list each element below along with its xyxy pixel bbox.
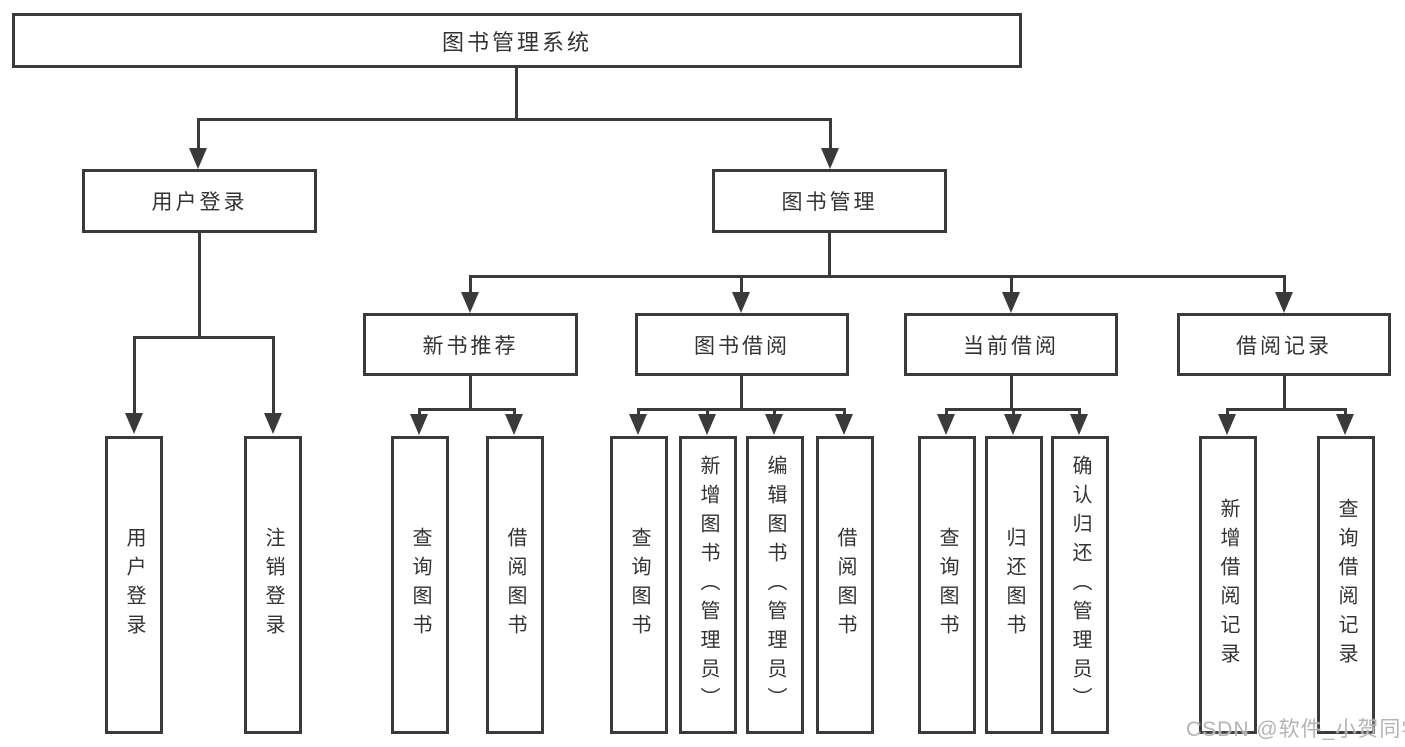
leaf-edit-books-admin: 编辑图书（管理员） bbox=[746, 436, 804, 734]
arrow-down-icon bbox=[1002, 292, 1020, 313]
connector-line bbox=[418, 408, 421, 417]
leaf-borrow-books: 借阅图书 bbox=[816, 436, 874, 734]
connector-line bbox=[829, 118, 832, 151]
arrow-down-icon bbox=[1275, 292, 1293, 313]
node-borrowing-records: 借阅记录 bbox=[1177, 313, 1391, 376]
connector-line bbox=[133, 336, 136, 414]
arrow-down-icon bbox=[189, 148, 207, 169]
connector-line bbox=[637, 408, 640, 417]
connector-line bbox=[469, 376, 472, 410]
arrow-down-icon bbox=[821, 148, 839, 169]
node-new-book-recommendation: 新书推荐 bbox=[363, 313, 578, 376]
leaf-query-books-current: 查询图书 bbox=[918, 436, 976, 734]
connector-line bbox=[197, 118, 832, 121]
connector-line bbox=[133, 336, 275, 339]
arrow-down-icon bbox=[629, 414, 647, 435]
leaf-confirm-return-admin: 确认归还（管理员） bbox=[1051, 436, 1109, 734]
leaf-add-borrow-record: 新增借阅记录 bbox=[1199, 436, 1257, 734]
connector-line bbox=[637, 408, 846, 411]
arrow-down-icon bbox=[1004, 414, 1022, 435]
leaf-logout: 注销登录 bbox=[244, 436, 302, 734]
arrow-down-icon bbox=[505, 414, 523, 435]
arrow-down-icon bbox=[410, 414, 428, 435]
connector-line bbox=[1010, 376, 1013, 410]
connector-line bbox=[515, 68, 518, 120]
arrow-down-icon bbox=[461, 292, 479, 313]
csdn-watermark: CSDN @软件_小贺同学 bbox=[1186, 718, 1405, 741]
arrow-down-icon bbox=[125, 413, 143, 434]
leaf-query-books-borrow: 查询图书 bbox=[610, 436, 668, 734]
connector-line bbox=[945, 408, 948, 417]
connector-line bbox=[1344, 408, 1347, 417]
connector-line bbox=[418, 408, 516, 411]
arrow-down-icon bbox=[835, 414, 853, 435]
connector-line bbox=[1226, 408, 1229, 417]
leaf-borrow-books-recommend: 借阅图书 bbox=[486, 436, 544, 734]
leaf-user-login: 用户登录 bbox=[105, 436, 163, 734]
arrow-down-icon bbox=[937, 414, 955, 435]
connector-line bbox=[706, 408, 709, 417]
arrow-down-icon bbox=[1070, 414, 1088, 435]
leaf-query-borrow-record: 查询借阅记录 bbox=[1317, 436, 1375, 734]
connector-line bbox=[843, 408, 846, 417]
connector-line bbox=[1283, 376, 1286, 410]
connector-line bbox=[198, 233, 201, 338]
connector-line bbox=[469, 275, 1286, 278]
arrow-down-icon bbox=[765, 414, 783, 435]
leaf-return-books: 归还图书 bbox=[985, 436, 1043, 734]
connector-line bbox=[740, 275, 743, 295]
node-book-management: 图书管理 bbox=[712, 169, 947, 233]
connector-line bbox=[197, 118, 200, 151]
connector-line bbox=[1012, 408, 1015, 417]
connector-line bbox=[469, 275, 472, 295]
connector-line bbox=[1226, 408, 1346, 411]
arrow-down-icon bbox=[264, 413, 282, 434]
connector-line bbox=[272, 336, 275, 414]
connector-line bbox=[740, 376, 743, 410]
leaf-add-books-admin: 新增图书（管理员） bbox=[679, 436, 737, 734]
arrow-down-icon bbox=[732, 292, 750, 313]
node-user-login: 用户登录 bbox=[82, 169, 317, 233]
arrow-down-icon bbox=[1218, 414, 1236, 435]
connector-line bbox=[1283, 275, 1286, 295]
connector-line bbox=[828, 233, 831, 277]
arrow-down-icon bbox=[698, 414, 716, 435]
connector-line bbox=[773, 408, 776, 417]
connector-line bbox=[513, 408, 516, 417]
node-library-management-system: 图书管理系统 bbox=[12, 13, 1022, 68]
leaf-query-books-recommend: 查询图书 bbox=[391, 436, 449, 734]
connector-line bbox=[1078, 408, 1081, 417]
connector-line bbox=[1010, 275, 1013, 295]
arrow-down-icon bbox=[1336, 414, 1354, 435]
node-book-borrowing: 图书借阅 bbox=[635, 313, 849, 376]
node-current-borrowing: 当前借阅 bbox=[904, 313, 1118, 376]
